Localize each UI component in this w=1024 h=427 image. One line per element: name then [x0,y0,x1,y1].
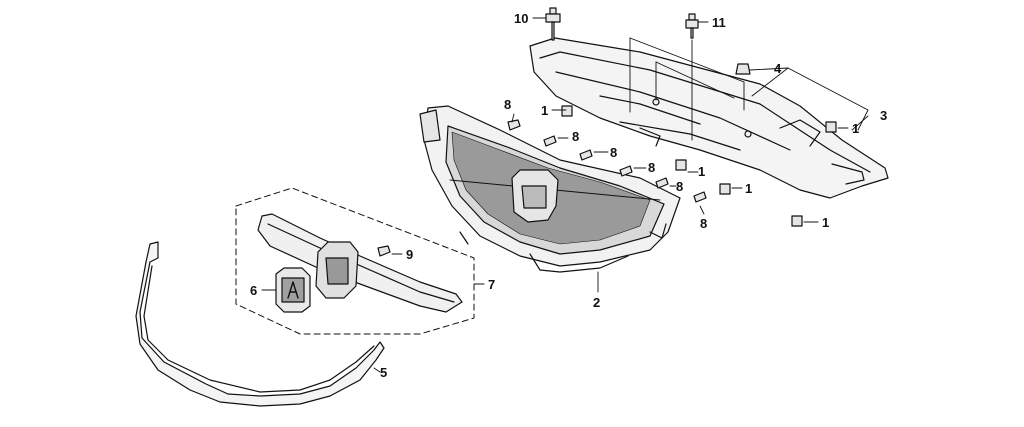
callout-1-d: 1 [745,181,753,196]
callout-9: 9 [406,247,414,262]
leader-lines [261,17,869,373]
part-5-lower-molding [135,241,385,407]
part-6-emblem [275,267,311,313]
fasteners [377,7,837,257]
callout-6: 6 [250,283,258,298]
callout-8-c: 8 [610,145,618,160]
callout-3: 3 [880,108,888,123]
callout-8-a: 8 [504,97,512,112]
part-2-grille-frame [419,105,681,273]
callout-4: 4 [774,61,782,76]
callout-8-f: 8 [700,216,708,231]
part-3-upper-cover [529,37,889,199]
callout-8-d: 8 [648,160,656,175]
callout-1-c: 1 [698,164,706,179]
callout-11: 11 [712,15,726,30]
callout-1-b: 1 [852,121,860,136]
callout-7: 7 [488,277,496,292]
callout-1-e: 1 [822,215,830,230]
callout-10: 10 [514,11,529,26]
part-7-upper-molding [257,213,463,313]
callout-8-b: 8 [572,129,580,144]
callout-1-a: 1 [541,103,549,118]
callout-8-e: 8 [676,179,684,194]
part-7-dashed-group [235,187,475,335]
callout-5: 5 [380,365,388,380]
callout-2: 2 [593,295,601,310]
